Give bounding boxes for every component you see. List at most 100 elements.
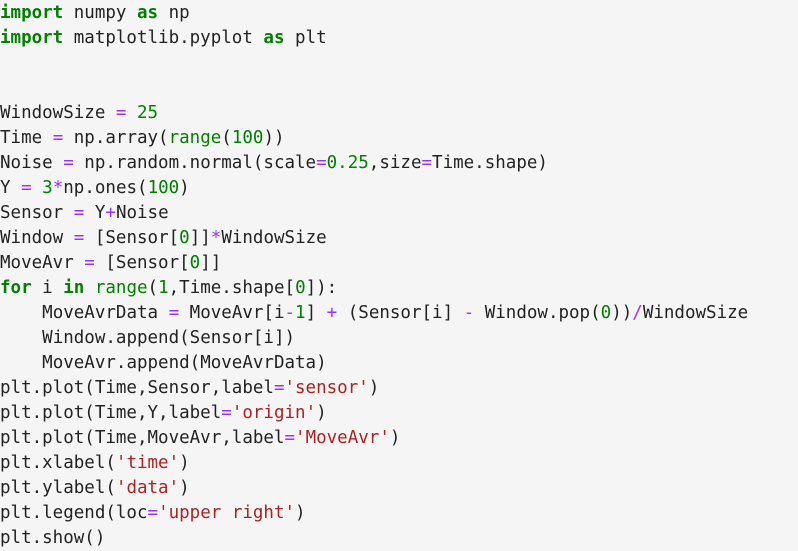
code-token-text: ) [316, 403, 327, 423]
code-line [0, 76, 798, 101]
code-token-text [126, 103, 137, 123]
code-line: MoveAvr.append(MoveAvrData) [0, 351, 798, 376]
code-token-kw: in [63, 278, 85, 298]
code-token-op: = [21, 178, 32, 198]
code-token-kw: import [0, 3, 64, 23]
code-token-text: )) [611, 303, 633, 323]
code-token-op: = [52, 128, 64, 148]
code-token-kw: import [0, 28, 64, 48]
code-line: plt.show() [0, 526, 798, 551]
code-token-text: Y [84, 203, 106, 223]
code-token-text: WindowSize [221, 228, 327, 248]
code-line: plt.xlabel('time') [0, 451, 798, 476]
code-token-op: = [63, 153, 74, 173]
code-token-str: 'time' [115, 453, 180, 473]
code-token-text: ]] [200, 253, 222, 273]
code-indent [0, 353, 42, 373]
code-token-text: np.random.normal(scale [73, 153, 317, 173]
code-token-builtin: range [168, 128, 222, 148]
code-line: WindowSize = 25 [0, 101, 798, 126]
code-line: import matplotlib.pyplot as plt [0, 26, 798, 51]
code-token-op: = [421, 153, 433, 173]
code-token-op: = [221, 403, 232, 423]
code-token-text: Window.append(Sensor[i]) [42, 328, 296, 348]
code-token-text: Noise [115, 203, 169, 223]
code-token-op: + [326, 303, 338, 323]
code-token-text: plt [284, 28, 327, 48]
code-line: MoveAvrData = MoveAvr[i-1] + (Sensor[i] … [0, 301, 798, 326]
code-token-op: + [105, 203, 116, 223]
code-token-builtin: range [94, 278, 148, 298]
code-line: plt.ylabel('data') [0, 476, 798, 501]
code-token-op: - [463, 303, 475, 323]
code-token-num: 0 [189, 253, 201, 273]
code-token-op: * [210, 228, 222, 248]
code-token-num: 1 [158, 278, 169, 298]
code-token-num: 0.25 [326, 153, 369, 173]
code-token-text: i [31, 278, 64, 298]
code-token-text: WindowSize [642, 303, 749, 323]
code-token-num: 3 [42, 178, 53, 198]
code-token-str: 'data' [115, 478, 180, 498]
code-token-text: plt.xlabel( [0, 453, 116, 473]
code-token-text: ) [389, 428, 401, 448]
code-token-op: - [284, 303, 296, 323]
code-token-text: (Sensor[i] [337, 303, 464, 323]
code-line: MoveAvr = [Sensor[0]] [0, 251, 798, 276]
code-token-kw: as [263, 28, 285, 48]
code-line: Y = 3*np.ones(100) [0, 176, 798, 201]
code-line: Noise = np.random.normal(scale=0.25,size… [0, 151, 798, 176]
code-token-text: ( [147, 278, 159, 298]
code-token-op: = [168, 303, 180, 323]
code-token-text: ( [221, 128, 232, 148]
code-token-text: plt.ylabel( [0, 478, 116, 498]
code-token-text: plt.legend(loc [0, 503, 148, 523]
code-token-num: 0 [295, 278, 306, 298]
code-token-text: ) [179, 478, 190, 498]
code-token-str: 'upper right' [158, 503, 296, 523]
code-token-text: MoveAvr [0, 253, 85, 273]
code-token-text: WindowSize [0, 103, 116, 123]
code-token-text: numpy [63, 3, 137, 23]
code-token-text: ) [368, 378, 380, 398]
code-token-str: 'sensor' [284, 378, 369, 398]
code-token-num: 100 [147, 178, 180, 198]
code-token-text: ) [179, 453, 190, 473]
code-token-text [32, 178, 43, 198]
code-token-text: Time [0, 128, 53, 148]
code-token-text: matplotlib.pyplot [63, 28, 264, 48]
code-line: import numpy as np [0, 0, 798, 26]
code-token-text: [Sensor[ [84, 228, 180, 248]
code-token-kw: for [0, 278, 32, 298]
code-token-op: = [115, 103, 127, 123]
code-token-text: np.ones( [63, 178, 148, 198]
code-token-text: np.array( [63, 128, 169, 148]
code-token-str: 'origin' [231, 403, 317, 423]
code-token-text: [Sensor[ [94, 253, 190, 273]
code-line: for i in range(1,Time.shape[0]): [0, 276, 798, 301]
code-token-str: 'MoveAvr' [295, 428, 390, 448]
code-token-num: 0 [179, 228, 190, 248]
code-line: plt.legend(loc='upper right') [0, 501, 798, 526]
code-token-text: Time.shape) [432, 153, 548, 173]
code-token-text: ) [179, 178, 190, 198]
code-indent [0, 328, 42, 348]
code-line [0, 51, 798, 76]
code-token-op: / [632, 303, 643, 323]
code-token-text [84, 278, 95, 298]
code-token-text: plt.plot(Time,Y,label [0, 403, 222, 423]
code-token-text: MoveAvr[i [179, 303, 285, 323]
code-token-text: ]): [305, 278, 338, 298]
code-token-text: plt.plot(Time,Sensor,label [0, 378, 274, 398]
code-token-text: ,Time.shape[ [168, 278, 296, 298]
code-token-text: ] [305, 303, 327, 323]
code-token-num: 25 [137, 103, 159, 123]
code-line: Time = np.array(range(100)) [0, 126, 798, 151]
code-token-text: ,size [368, 153, 422, 173]
code-token-text: Window.pop( [474, 303, 601, 323]
code-token-op: = [284, 428, 296, 448]
code-token-text: Noise [0, 153, 64, 173]
code-line: Window = [Sensor[0]]*WindowSize [0, 226, 798, 251]
code-token-text: np [158, 3, 190, 23]
